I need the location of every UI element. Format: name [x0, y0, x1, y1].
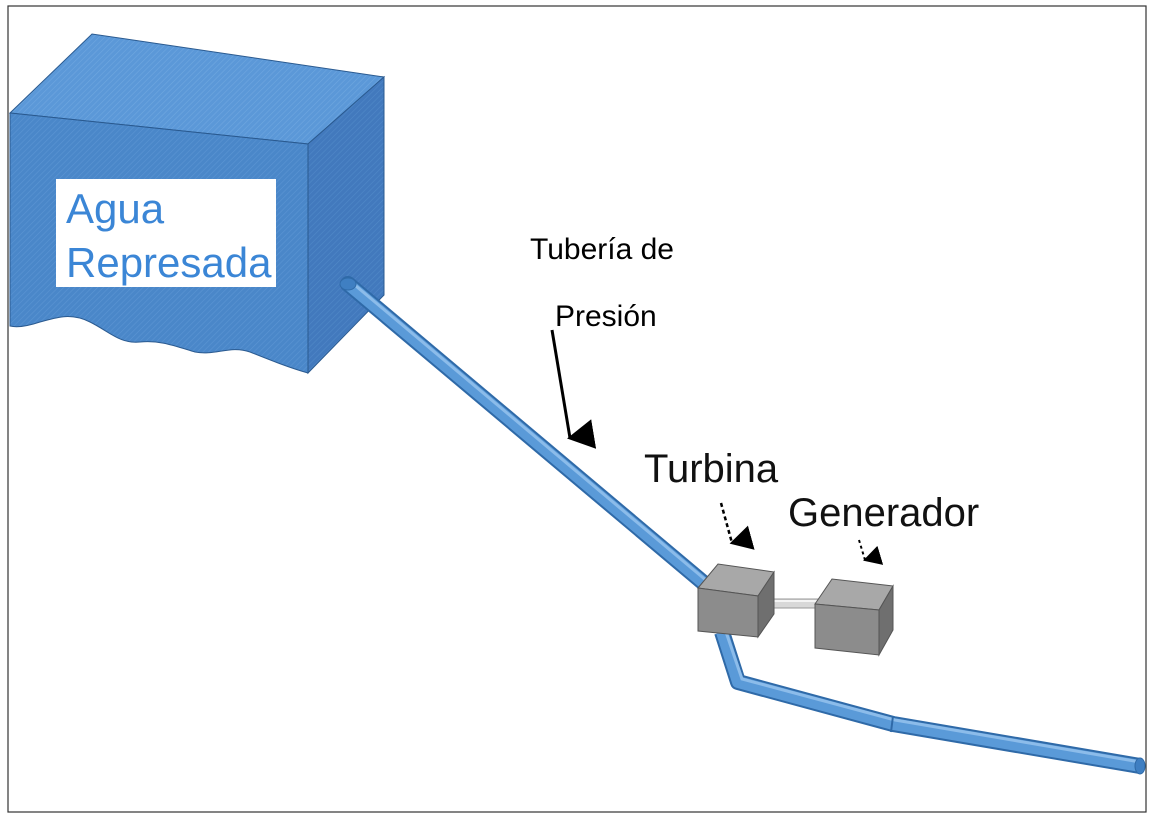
page-frame — [7, 5, 1147, 813]
penstock-label-line2: Presión — [555, 300, 657, 333]
reservoir-label-line1: Agua — [66, 185, 165, 232]
penstock-label-line1: Tubería de — [530, 233, 674, 266]
reservoir-label-line2: Represada — [66, 239, 272, 286]
turbine-arrow — [719, 502, 755, 550]
generator-block — [814, 578, 894, 657]
outflow-pipe — [714, 629, 1146, 775]
reservoir-label-box — [56, 179, 276, 287]
turbine-label: Turbina — [644, 447, 779, 491]
penstock-arrow — [550, 329, 597, 449]
penstock-pipe — [339, 276, 720, 598]
generator-label: Generador — [788, 491, 979, 535]
generator-arrow — [858, 539, 884, 565]
turbine-block — [697, 563, 775, 639]
